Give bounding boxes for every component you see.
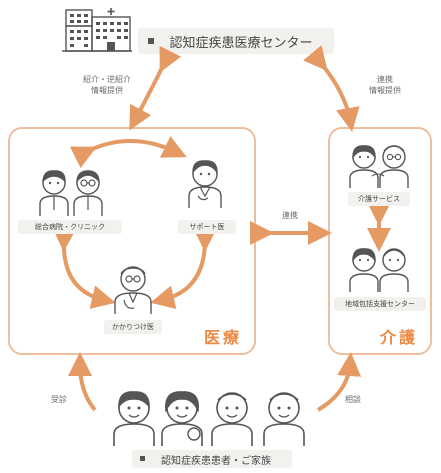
arrow-center-medical [129,45,182,131]
edge-label-right-top-line1: 連携 [377,75,393,84]
general-hospital-doctors-icon [36,166,106,216]
arrow-patients-medical [68,352,97,412]
support-center-label: 地域包括支援センター [334,297,426,311]
square-bullet-icon [140,456,145,461]
dementia-center-title-text: 認知症疾患医療センター [169,35,313,51]
family-doctor-icon [112,262,154,314]
arrow-patients-care [316,352,362,412]
arrow-hospital-family [52,227,116,309]
support-center-staff-icon [348,244,410,292]
support-doctor-label: サポート医 [178,220,236,234]
patients-family-icon [112,388,312,446]
patients-family-label-text: 認知症疾患患者・ご家族 [161,455,271,467]
arrow-center-care [303,45,360,132]
square-bullet-icon [148,38,154,44]
edge-label-left-top-line1: 紹介・逆紹介 [83,75,131,84]
arrow-support-family [150,227,218,309]
edge-label-middle: 連携 [282,211,298,220]
family-doctor-label: かかりつけ医 [104,320,162,334]
edge-label-left-bottom: 受診 [51,395,67,404]
care-panel-title: 介護 [380,328,419,347]
general-hospital-label: 総合病院・クリニック [18,220,122,234]
support-doctor-icon [186,156,224,208]
care-service-staff-icon [348,142,410,188]
edge-label-right-top: 連携 情報提供 [355,74,415,96]
edge-label-left-top-line2: 情報提供 [91,86,123,95]
arrow-hospital-support [69,135,187,169]
patients-family-label: 認知症疾患患者・ご家族 [132,450,292,468]
medical-panel-title: 医療 [204,328,243,347]
edge-label-left-top: 紹介・逆紹介 情報提供 [72,74,142,96]
edge-label-right-bottom: 相談 [345,395,361,404]
care-service-label: 介護サービス [348,192,410,206]
edge-label-right-top-line2: 情報提供 [369,86,401,95]
hospital-building-icon [62,7,132,55]
